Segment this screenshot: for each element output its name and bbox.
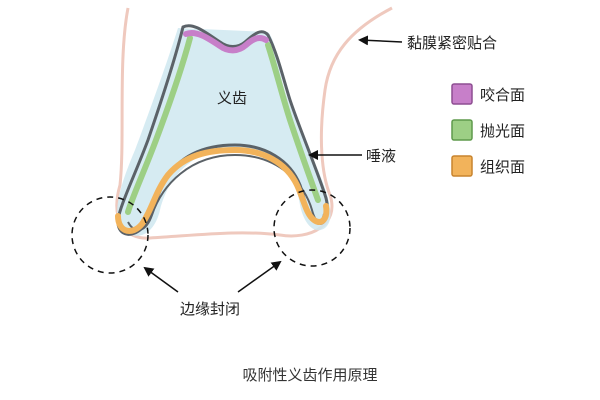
arrow-seal-left: [143, 266, 179, 293]
seal-circle-right: [273, 189, 351, 267]
figure-caption: 吸附性义齿作用原理: [242, 366, 377, 384]
label-saliva: 唾液: [366, 147, 396, 165]
seal-circle-left: [71, 196, 149, 274]
arrow-seal-right: [237, 260, 282, 293]
legend-label-occlusal: 咬合面: [480, 86, 525, 104]
legend-label-tissue: 组织面: [480, 158, 525, 176]
polished-surface: [125, 35, 321, 215]
mucosa-outline: [115, 6, 393, 240]
occlusal-surface: [183, 30, 269, 54]
legend-swatch-tissue: [451, 155, 473, 177]
legend: 咬合面 抛光面 组织面: [451, 83, 525, 177]
label-denture: 义齿: [217, 89, 247, 107]
label-tight-fit: 黏膜紧密贴合: [407, 34, 497, 52]
legend-swatch-polished: [451, 119, 473, 141]
legend-label-polished: 抛光面: [480, 122, 525, 140]
legend-swatch-occlusal: [451, 83, 473, 105]
label-border-seal: 边缘封闭: [180, 300, 240, 318]
tissue-surface: [115, 146, 330, 234]
arrow-tight-fit: [358, 35, 403, 46]
